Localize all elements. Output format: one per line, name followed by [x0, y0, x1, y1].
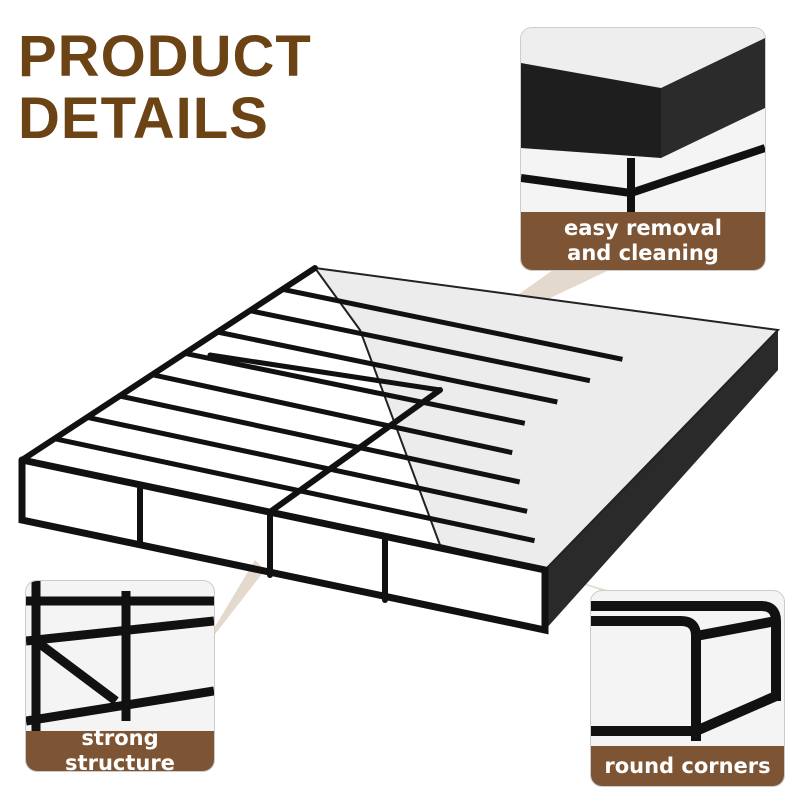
callout-label: easy removal and cleaning	[521, 212, 765, 270]
callout-easy-removal: easy removal and cleaning	[520, 27, 766, 271]
callout-text: strong structure	[65, 726, 175, 772]
page-title: PRODUCT DETAILS	[18, 26, 312, 150]
frame-joint-image	[26, 581, 214, 731]
slat	[86, 414, 528, 514]
callout-label: strong structure	[26, 726, 214, 771]
title-line-2: DETAILS	[18, 86, 269, 151]
slat	[249, 308, 591, 384]
slat	[54, 436, 536, 544]
callout-text: and cleaning	[567, 241, 719, 265]
callout-text: round corners	[604, 753, 771, 778]
callout-label: round corners	[591, 746, 784, 786]
fabric-corner-image	[521, 28, 765, 213]
steel-frame	[18, 265, 549, 635]
fabric-side	[545, 330, 778, 630]
title-line-1: PRODUCT	[18, 24, 312, 89]
slat	[184, 350, 526, 426]
round-corner-image	[591, 601, 781, 741]
frame-slats	[54, 286, 623, 544]
slat	[281, 286, 623, 362]
callout-text: easy removal	[564, 216, 722, 240]
slat	[151, 372, 513, 456]
slat	[216, 329, 558, 405]
callout-strong-structure: strong structure	[25, 580, 215, 772]
callout-round-corners: round corners	[590, 590, 785, 787]
slat	[119, 393, 521, 485]
